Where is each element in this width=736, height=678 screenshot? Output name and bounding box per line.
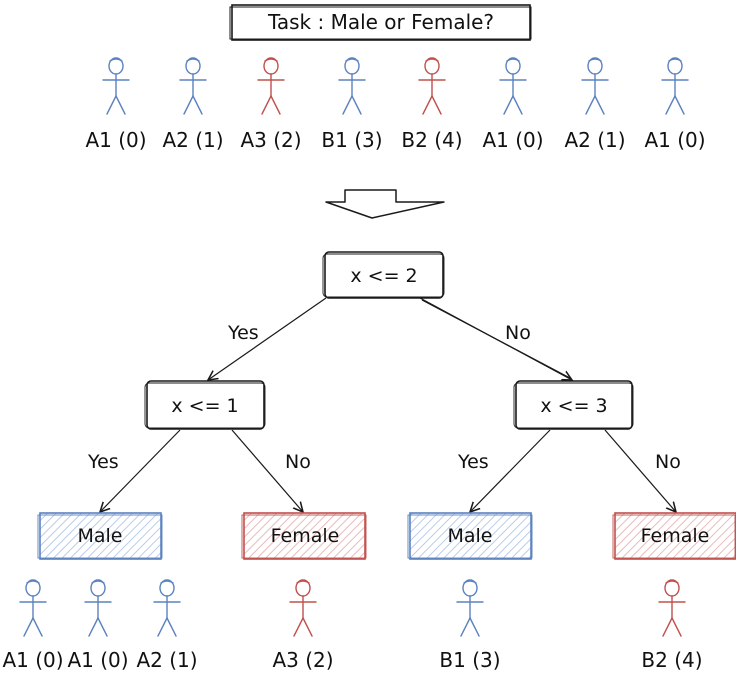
male-person-icon	[19, 579, 47, 637]
male-person-icon	[153, 579, 181, 637]
edge-label-root-yes: Yes	[227, 322, 259, 344]
edge-right-yes	[470, 429, 551, 512]
female-person-icon	[289, 579, 317, 637]
person-label: A1 (0)	[2, 648, 63, 672]
down-arrow-icon	[325, 189, 445, 219]
person-label: B2 (4)	[641, 648, 702, 672]
leaf-female-left: Female	[241, 512, 367, 560]
leaf-label: Male	[77, 525, 122, 547]
root-node: x <= 2	[322, 251, 445, 299]
leaf-male-right: Male	[407, 512, 533, 560]
edge-left-yes	[100, 429, 181, 512]
person-label: A1 (0)	[482, 128, 543, 152]
female-person-icon	[658, 579, 686, 637]
title-box: Task : Male or Female?	[229, 4, 532, 41]
male-person-icon	[456, 579, 484, 637]
leaf-label: Female	[641, 525, 710, 547]
leaf-people-rows: A1 (0)A1 (0) A2 (1) A3 (2) B1 (3) B2 (4)	[2, 579, 703, 672]
title-text: Task : Male or Female?	[267, 10, 494, 34]
person-label: A2 (1)	[564, 128, 625, 152]
person-label: B1 (3)	[321, 128, 382, 152]
edge-label-right-yes: Yes	[457, 451, 489, 473]
leaf-label: Female	[271, 525, 340, 547]
male-person-icon	[102, 57, 130, 115]
right-node: x <= 3	[513, 380, 634, 430]
person-label: A3 (2)	[240, 128, 301, 152]
edge-root-left	[208, 297, 327, 380]
person-label: A2 (1)	[162, 128, 223, 152]
left-condition: x <= 1	[171, 395, 238, 417]
leaf-female-right: Female	[612, 512, 736, 560]
top-people-row: A1 (0) A2 (1) A3 (2) B1 (3) B2 (4) A1 (0) A2 (…	[85, 57, 706, 152]
female-person-icon	[257, 57, 285, 115]
edge-label-left-yes: Yes	[87, 451, 119, 473]
person-label: A2 (1)	[136, 648, 197, 672]
person-label: A1 (0)	[85, 128, 146, 152]
male-person-icon	[581, 57, 609, 115]
male-person-icon	[499, 57, 527, 115]
male-person-icon	[661, 57, 689, 115]
person-label: A3 (2)	[272, 648, 333, 672]
person-label: A1 (0)	[67, 648, 128, 672]
edge-right-no	[604, 429, 676, 512]
tree-edges	[100, 297, 676, 512]
edge-left-no	[231, 429, 303, 512]
root-condition: x <= 2	[350, 265, 417, 287]
person-label: B1 (3)	[439, 648, 500, 672]
male-person-icon	[84, 579, 112, 637]
person-label: B2 (4)	[401, 128, 462, 152]
left-node: x <= 1	[144, 380, 266, 430]
edge-label-root-no: No	[505, 322, 531, 344]
right-condition: x <= 3	[540, 395, 607, 417]
edge-label-left-no: No	[285, 451, 311, 473]
male-person-icon	[338, 57, 366, 115]
edge-label-right-no: No	[655, 451, 681, 473]
person-label: A1 (0)	[644, 128, 705, 152]
leaf-label: Male	[447, 525, 492, 547]
male-person-icon	[179, 57, 207, 115]
leaf-male-left: Male	[37, 512, 163, 560]
female-person-icon	[418, 57, 446, 115]
